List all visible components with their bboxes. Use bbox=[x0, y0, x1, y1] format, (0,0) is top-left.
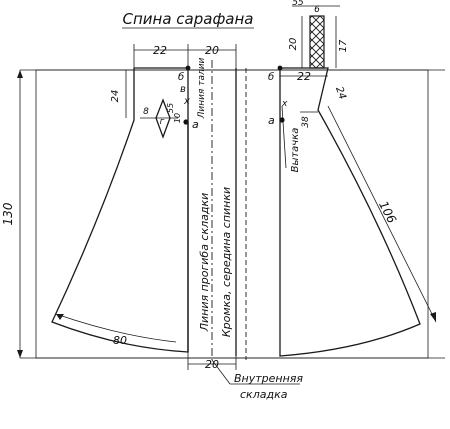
waist-line-label: Линия талии bbox=[197, 57, 207, 119]
dart-depth-a-label: 55 bbox=[166, 103, 175, 113]
left-shoulder-label: 24 bbox=[110, 90, 121, 103]
strap-width-label: 6 bbox=[314, 5, 320, 15]
strap-height-label: 17 bbox=[338, 39, 349, 52]
height-arrow-top bbox=[17, 70, 23, 78]
dart-label: Вытачка bbox=[290, 128, 301, 173]
right-panel-outline bbox=[279, 67, 421, 357]
point-b-right-marker bbox=[277, 65, 283, 71]
point-b-right-label: б bbox=[268, 71, 274, 83]
point-a-right-label: а bbox=[268, 114, 275, 127]
right-dart-size-label: 38 bbox=[301, 116, 311, 128]
diagram-title: Спина сарафана bbox=[123, 10, 254, 28]
height-dimension-label: 130 bbox=[1, 202, 15, 225]
inner-fold-leader bbox=[211, 359, 231, 385]
side-length-dim bbox=[327, 105, 437, 323]
left-top-width-label: 22 bbox=[153, 44, 167, 57]
side-length-arrow bbox=[430, 312, 436, 322]
dart-width-label: 8 bbox=[143, 107, 149, 117]
right-shoulder-label: 24 bbox=[333, 85, 348, 101]
back-center-label: Кромка, середина спинки bbox=[220, 187, 233, 337]
strap-piece bbox=[309, 15, 325, 69]
left-panel-outline bbox=[51, 68, 189, 353]
point-g-label: г bbox=[160, 117, 165, 127]
fold-line-label: Линия прогиба складки bbox=[198, 193, 211, 333]
point-x-right-label: х bbox=[281, 99, 288, 109]
left-dart bbox=[155, 98, 171, 139]
point-b-left-label: б bbox=[178, 71, 184, 83]
right-top-width-label: 22 bbox=[297, 70, 311, 83]
inner-fold-label-1: Внутренняя bbox=[234, 372, 303, 385]
side-length-label: 106 bbox=[376, 199, 399, 226]
height-arrow-bottom bbox=[17, 350, 23, 358]
bottom-fold-width-label: 20 bbox=[205, 358, 219, 371]
point-v-label: в bbox=[180, 84, 186, 95]
strap-length-label: 20 bbox=[288, 38, 299, 51]
point-a-left-label: а bbox=[192, 118, 199, 131]
dart-depth-b-label: 10 bbox=[173, 113, 182, 123]
point-x-label: х bbox=[183, 96, 190, 107]
center-top-width-label: 20 bbox=[205, 44, 219, 57]
inner-fold-label-2: складка bbox=[240, 388, 288, 401]
hem-arc-dim bbox=[55, 313, 177, 343]
right-dart-line bbox=[281, 105, 287, 169]
strap-top-label: 55 bbox=[292, 0, 304, 8]
point-a-left-marker bbox=[183, 119, 189, 125]
hem-arc-label: 80 bbox=[113, 334, 127, 347]
point-a-right-marker bbox=[279, 117, 285, 123]
hem-arc-arrow bbox=[56, 314, 64, 320]
